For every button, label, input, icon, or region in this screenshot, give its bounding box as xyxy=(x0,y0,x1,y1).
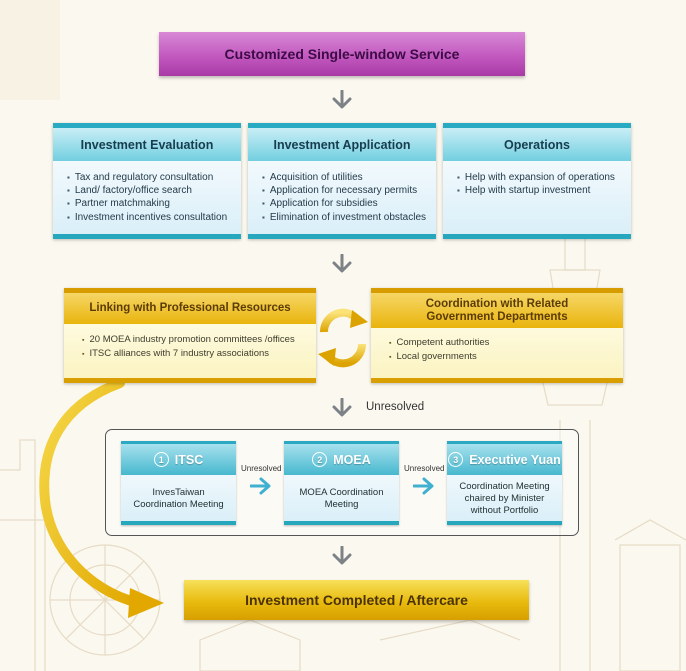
card-footer-bar xyxy=(443,234,631,239)
box-title-line: Coordination with Related xyxy=(425,297,569,310)
list-item: Acquisition of utilities xyxy=(262,171,428,184)
step-name: ITSC xyxy=(174,452,204,467)
step-desc-line: InvesTaiwan xyxy=(152,487,205,498)
step-title: 1 ITSC xyxy=(121,441,236,475)
service-banner-title: Customized Single-window Service xyxy=(224,46,460,62)
step-desc-line: Coordination Meeting xyxy=(133,499,224,510)
list-item: Elimination of investment obstacles xyxy=(262,211,428,224)
card-title: Investment Application xyxy=(248,123,436,161)
list-item: Application for necessary permits xyxy=(262,184,428,197)
linking-resources-box: Linking with Professional Resources 20 M… xyxy=(64,288,316,383)
step-desc-line: Coordination Meeting xyxy=(459,481,550,492)
unresolved-label-small: Unresolved xyxy=(241,464,282,473)
list-item: Application for subsidies xyxy=(262,197,428,210)
step-name: Executive Yuan xyxy=(469,452,561,467)
list-item: 20 MOEA industry promotion committees /o… xyxy=(82,333,308,347)
card-footer-bar xyxy=(248,234,436,239)
step-number: 1 xyxy=(153,452,169,467)
list-item: Help with startup investment xyxy=(457,184,623,197)
escalation-step-itsc: 1 ITSC InvesTaiwan Coordination Meeting xyxy=(121,441,236,525)
box-title: Linking with Professional Resources xyxy=(64,288,316,324)
list-item: Land/ factory/office search xyxy=(67,184,233,197)
down-arrow-icon xyxy=(332,254,352,273)
list-item: Tax and regulatory consultation xyxy=(67,171,233,184)
down-arrow-icon xyxy=(332,546,352,565)
step-desc-line: Meeting xyxy=(324,499,359,510)
step-desc-line: without Portfolio xyxy=(470,505,539,516)
list-item: Local governments xyxy=(389,350,615,364)
completion-banner-title: Investment Completed / Aftercare xyxy=(245,592,468,608)
step-footer-bar xyxy=(121,521,236,525)
step-desc-line: chaired by Minister xyxy=(464,493,545,504)
unresolved-label: Unresolved xyxy=(366,401,425,413)
step-number: 2 xyxy=(312,452,328,467)
step-title: 3 Executive Yuan xyxy=(447,441,562,475)
list-item: Help with expansion of operations xyxy=(457,171,623,184)
coordination-departments-box: Coordination with Related Government Dep… xyxy=(371,288,623,383)
step-title: 2 MOEA xyxy=(284,441,399,475)
box-footer-bar xyxy=(64,378,316,383)
step-footer-bar xyxy=(447,521,562,525)
list-item: ITSC alliances with 7 industry associati… xyxy=(82,347,308,361)
completion-banner: Investment Completed / Aftercare xyxy=(184,580,529,620)
right-arrow-icon xyxy=(413,477,434,495)
box-footer-bar xyxy=(371,378,623,383)
box-title-line: Government Departments xyxy=(426,310,568,323)
down-arrow-icon xyxy=(332,398,352,417)
cycle-arrows-icon xyxy=(318,308,368,368)
operations-card: Operations Help with expansion of operat… xyxy=(443,123,631,239)
card-title: Operations xyxy=(443,123,631,161)
escalation-step-executive-yuan: 3 Executive Yuan Coordination Meeting ch… xyxy=(447,441,562,525)
step-desc-line: MOEA Coordination xyxy=(299,487,384,498)
list-item: Investment incentives consultation xyxy=(67,211,233,224)
card-title: Investment Evaluation xyxy=(53,123,241,161)
investment-evaluation-card: Investment Evaluation Tax and regulatory… xyxy=(53,123,241,239)
card-footer-bar xyxy=(53,234,241,239)
investment-application-card: Investment Application Acquisition of ut… xyxy=(248,123,436,239)
step-footer-bar xyxy=(284,521,399,525)
escalation-step-moea: 2 MOEA MOEA Coordination Meeting xyxy=(284,441,399,525)
list-item: Competent authorities xyxy=(389,336,615,350)
list-item: Partner matchmaking xyxy=(67,197,233,210)
right-arrow-icon xyxy=(250,477,271,495)
step-number: 3 xyxy=(448,452,464,467)
down-arrow-icon xyxy=(332,90,352,109)
service-banner: Customized Single-window Service xyxy=(159,32,525,76)
step-name: MOEA xyxy=(333,452,371,467)
unresolved-label-small: Unresolved xyxy=(404,464,445,473)
box-title: Coordination with Related Government Dep… xyxy=(371,288,623,328)
